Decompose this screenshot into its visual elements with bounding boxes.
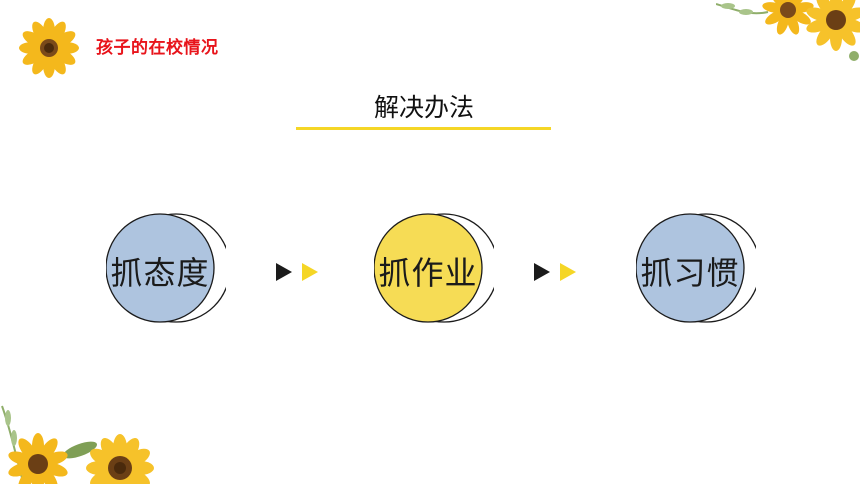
step-3: 抓习惯 bbox=[636, 212, 756, 324]
step-1: 抓态度 bbox=[106, 212, 226, 324]
section-title: 解决办法 bbox=[373, 93, 474, 122]
step-2-label: 抓作业 bbox=[378, 254, 478, 292]
sunflower-icon bbox=[1, 405, 154, 484]
step-1-label: 抓态度 bbox=[110, 254, 210, 292]
step-2-circle bbox=[374, 213, 483, 323]
sunflower-icon bbox=[19, 18, 79, 78]
section-underline bbox=[296, 127, 551, 130]
arrow-right-icon bbox=[534, 263, 576, 281]
step-2: 抓作业 bbox=[374, 212, 494, 324]
arrow-right-icon bbox=[276, 263, 318, 281]
sunflower-icon bbox=[716, 0, 860, 61]
step-3-circle bbox=[636, 213, 745, 323]
header-title: 孩子的在校情况 bbox=[96, 38, 219, 58]
step-3-label: 抓习惯 bbox=[640, 254, 740, 292]
step-1-circle bbox=[106, 213, 215, 323]
